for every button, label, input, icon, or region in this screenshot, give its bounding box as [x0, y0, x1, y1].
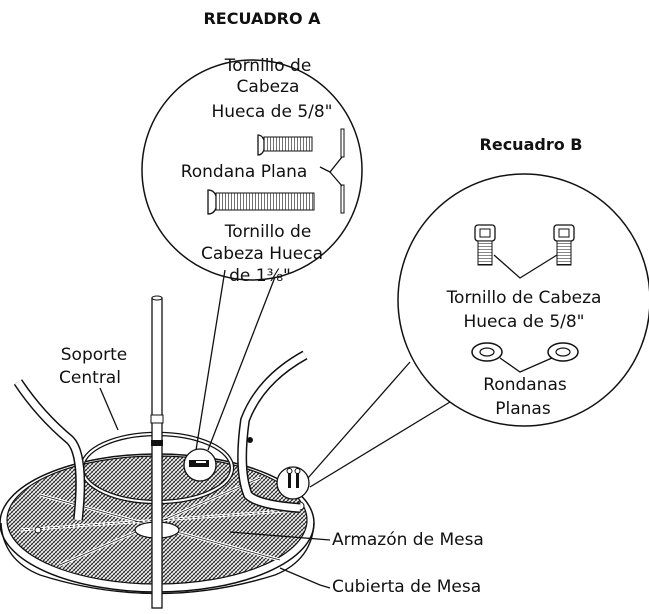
- rim-bracket: [276, 466, 310, 500]
- short-screw-label-2: Cabeza: [237, 77, 300, 97]
- short-screw-label-3: Hueca de 5/8": [211, 102, 332, 122]
- socket-screw-left: [474, 224, 496, 266]
- screws-label-2: Hueca de 5/8": [463, 312, 584, 332]
- inset-a: RECUADRO A Tornillo de Cabeza Hueca de 5…: [141, 9, 363, 451]
- short-screw-label-1: Tornillo de: [224, 56, 312, 76]
- washers-label-1: Rondanas: [483, 375, 567, 395]
- inset-a-title: RECUADRO A: [203, 9, 321, 28]
- washers-label-2: Planas: [495, 399, 551, 419]
- callouts: Soporte Central Armazón de Mesa Cubierta…: [59, 345, 484, 597]
- central-support-label-2: Central: [59, 368, 121, 388]
- table-frame-label: Armazón de Mesa: [332, 530, 484, 550]
- screws-label-1: Tornillo de Cabeza: [446, 288, 602, 308]
- long-screw-label-2: Cabeza Hueca: [201, 244, 323, 264]
- flat-washer-bottom: [340, 184, 345, 214]
- short-socket-screw: [257, 134, 313, 156]
- flat-washer-left: [471, 342, 503, 362]
- long-screw-label-3: de 1⅜": [229, 266, 291, 286]
- inset-b-title: Recuadro B: [480, 135, 583, 154]
- flat-washer-right: [547, 342, 579, 362]
- table-top-label: Cubierta de Mesa: [332, 577, 481, 597]
- flat-washer-top: [340, 128, 345, 158]
- ring-joint-detail: [183, 448, 217, 482]
- central-support-label-1: Soporte: [61, 345, 128, 365]
- long-screw-label-1: Tornillo de: [224, 222, 312, 242]
- inset-b: Recuadro B Tornillo de Cabeza Hueca de 5…: [307, 135, 649, 488]
- table-legs: [13, 350, 308, 521]
- central-pole: [150, 295, 164, 609]
- washer-label: Rondana Plana: [181, 162, 308, 182]
- long-socket-screw: [207, 189, 315, 215]
- socket-screw-right: [553, 224, 575, 266]
